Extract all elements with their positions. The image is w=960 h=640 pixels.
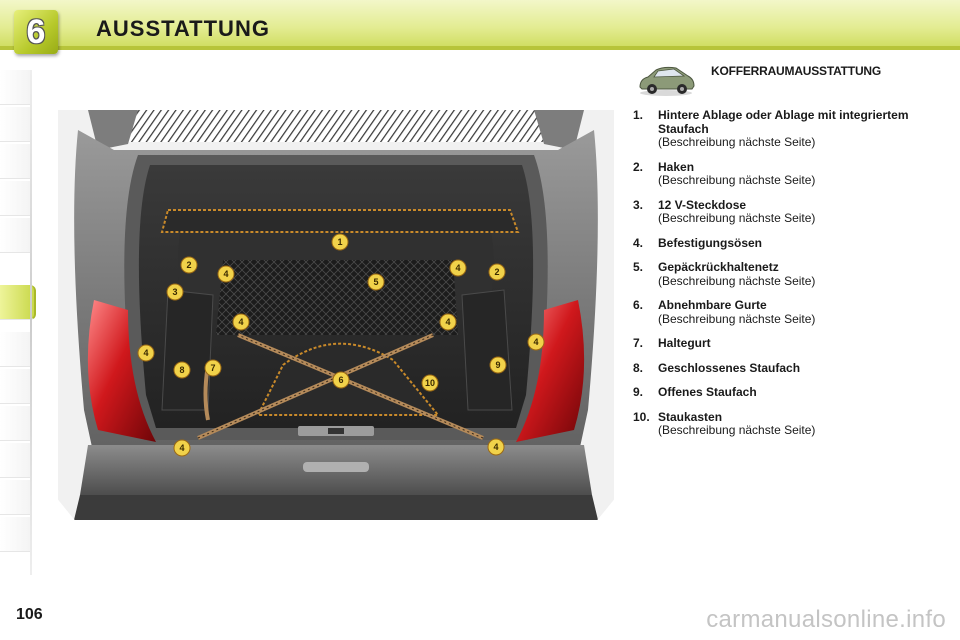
- svg-text:4: 4: [445, 317, 450, 327]
- chapter-tab-4[interactable]: [0, 181, 31, 216]
- luggage-net: [216, 260, 458, 335]
- page-number: 106: [16, 606, 43, 623]
- tab-rail: [30, 70, 32, 575]
- watermark: carmanualsonline.info: [706, 606, 946, 633]
- list-item: 2. Haken(Beschreibung nächste Seite): [633, 159, 816, 187]
- header-divider: [0, 46, 960, 50]
- list-item: 4. Befestigungsösen: [633, 235, 763, 250]
- chapter-number-badge: 6: [14, 10, 58, 54]
- chapter-tab-1[interactable]: [0, 70, 31, 105]
- list-item: 5. Gepäckrückhaltenetz(Beschreibung näch…: [633, 260, 816, 288]
- list-item: 8. Geschlossenes Staufach: [633, 360, 801, 375]
- list-item: 1. Hintere Ablage oder Ablage mit integr…: [633, 108, 909, 149]
- svg-text:1: 1: [337, 237, 342, 247]
- list-item: 3. 12 V-Steckdose(Beschreibung nächste S…: [633, 197, 816, 225]
- list-item: 9. Offenes Staufach: [633, 385, 757, 399]
- list-item: 6. Abnehmbare Gurte(Beschreibung nächste…: [633, 298, 816, 326]
- svg-text:3: 3: [172, 287, 177, 297]
- svg-text:4: 4: [143, 348, 148, 358]
- svg-text:2: 2: [494, 267, 499, 277]
- svg-text:4: 4: [238, 317, 243, 327]
- chapter-tabs: [0, 70, 36, 575]
- car-icon: [639, 66, 695, 96]
- right-tail-lamp: [516, 300, 585, 442]
- equipment-list: 1. Hintere Ablage oder Ablage mit integr…: [633, 108, 953, 449]
- left-tail-lamp: [87, 300, 156, 442]
- chapter-tab-5[interactable]: [0, 218, 31, 253]
- svg-text:4: 4: [223, 269, 228, 279]
- chapter-tab-8[interactable]: [0, 369, 31, 404]
- svg-text:9: 9: [495, 360, 500, 370]
- chapter-header: [0, 0, 960, 50]
- chapter-title: AUSSTATTUNG: [96, 16, 270, 41]
- svg-text:5: 5: [373, 277, 378, 287]
- chapter-tab-2[interactable]: [0, 107, 31, 142]
- list-item: 10. Staukasten(Beschreibung nächste Seit…: [633, 409, 816, 437]
- callout-markers: 1 2 2 3 4 4 4 4 4 4 4 4 5 6 7 8 9 10: [137, 233, 545, 457]
- section-heading: KOFFERRAUMAUSSTATTUNG: [711, 64, 882, 78]
- chapter-tab-3[interactable]: [0, 144, 31, 179]
- tailgate-glass: [98, 110, 574, 142]
- svg-text:2: 2: [186, 260, 191, 270]
- chapter-tab-11[interactable]: [0, 480, 31, 515]
- chapter-tab-10[interactable]: [0, 443, 31, 478]
- list-item: 7. Haltegurt: [633, 336, 711, 350]
- chapter-tab-12[interactable]: [0, 517, 31, 552]
- trunk-illustration: 1 2 2 3 4 4 4 4 4 4 4 4 5 6 7 8 9 10: [58, 110, 614, 520]
- svg-text:7: 7: [210, 363, 215, 373]
- svg-text:8: 8: [179, 365, 184, 375]
- svg-text:4: 4: [455, 263, 460, 273]
- svg-text:4: 4: [533, 337, 538, 347]
- trunk-drawing: 1 2 2 3 4 4 4 4 4 4 4 4 5 6 7 8 9 10: [58, 110, 614, 520]
- svg-text:4: 4: [179, 443, 184, 453]
- svg-text:4: 4: [493, 442, 498, 452]
- chapter-tab-9[interactable]: [0, 406, 31, 441]
- chapter-tab-7[interactable]: [0, 332, 31, 367]
- svg-text:6: 6: [338, 375, 343, 385]
- svg-text:10: 10: [425, 378, 435, 388]
- chapter-number: 6: [26, 12, 46, 51]
